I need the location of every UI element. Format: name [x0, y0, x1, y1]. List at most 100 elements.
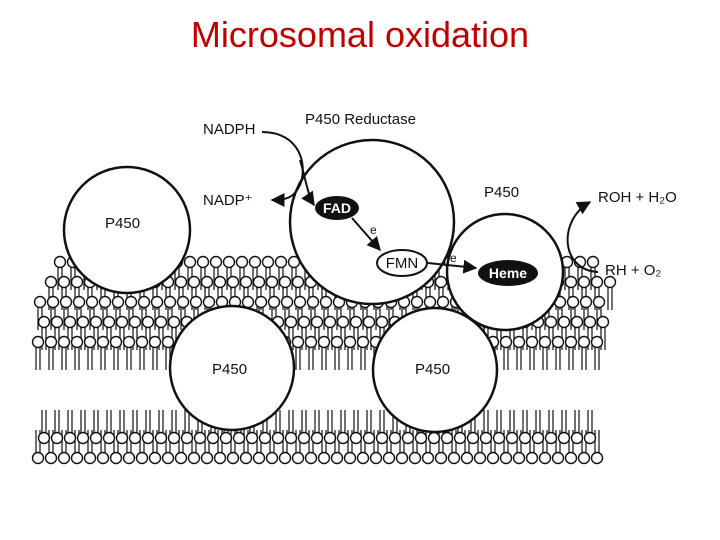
lipid-head — [174, 451, 188, 465]
lipid-head — [222, 255, 236, 269]
lipid-head — [209, 255, 223, 269]
fmn-label: FMN — [386, 255, 419, 272]
lipid-head — [596, 315, 610, 329]
lipid-head — [174, 275, 188, 289]
lipid-head — [258, 431, 272, 445]
lipid-head — [63, 431, 77, 445]
lipid-head — [115, 431, 129, 445]
lipid-head — [57, 451, 71, 465]
lipid-head — [232, 431, 246, 445]
lipid-head — [109, 451, 123, 465]
lipid-head — [447, 451, 461, 465]
lipid-head — [44, 451, 58, 465]
lipid-head — [323, 431, 337, 445]
lipid-head — [102, 431, 116, 445]
lipid-head — [167, 431, 181, 445]
lipid-head — [57, 275, 71, 289]
fad-to-fmn-arrow — [351, 217, 381, 252]
lipid-head — [434, 451, 448, 465]
lipid-head — [592, 295, 606, 309]
lipid-head — [128, 431, 142, 445]
lipid-head — [278, 451, 292, 465]
lipid-head — [206, 431, 220, 445]
lipid-head — [189, 295, 203, 309]
lipid-head — [183, 255, 197, 269]
lipid-head — [31, 335, 45, 349]
lipid-head — [336, 315, 350, 329]
lipid-head — [187, 451, 201, 465]
lipid-head — [330, 451, 344, 465]
p450-bottom-right-protein — [371, 306, 499, 434]
lipid-head — [577, 451, 591, 465]
lipid-head — [306, 295, 320, 309]
lipid-head — [154, 431, 168, 445]
lipid-head — [570, 431, 584, 445]
lipid-head — [252, 275, 266, 289]
lipid-head — [460, 451, 474, 465]
lipid-head — [141, 315, 155, 329]
lipid-head — [128, 315, 142, 329]
lipid-head — [137, 295, 151, 309]
lipid-head — [124, 295, 138, 309]
lipid-head — [395, 451, 409, 465]
lipid-head — [434, 275, 448, 289]
lipid-head — [284, 431, 298, 445]
lipid-head — [401, 431, 415, 445]
lipid-head — [83, 335, 97, 349]
p450-left-protein — [62, 165, 192, 295]
lipid-head — [566, 295, 580, 309]
lipid-head — [323, 315, 337, 329]
lipid-head — [50, 431, 64, 445]
lipid-head — [577, 275, 591, 289]
lipid-head — [369, 451, 383, 465]
p450-left-label: P450 — [105, 215, 140, 232]
heme-cofactor — [478, 260, 538, 286]
lipid-head — [583, 431, 597, 445]
lipid-head — [115, 315, 129, 329]
lipid-head — [271, 431, 285, 445]
lipid-head — [356, 335, 370, 349]
lipid-head — [161, 335, 175, 349]
lipid-head — [486, 451, 500, 465]
lipid-head — [150, 295, 164, 309]
lipid-head — [122, 451, 136, 465]
lipid-head — [226, 451, 240, 465]
lipid-head — [76, 315, 90, 329]
lipid-head — [202, 295, 216, 309]
lipid-head — [349, 315, 363, 329]
lipid-head — [37, 431, 51, 445]
lipid-head — [196, 255, 210, 269]
lipid-head — [83, 451, 97, 465]
lipid-head — [148, 451, 162, 465]
lipid-head — [382, 451, 396, 465]
lipid-head — [89, 431, 103, 445]
lipid-head — [590, 275, 604, 289]
lipid-head — [421, 451, 435, 465]
fad-cofactor — [315, 196, 359, 220]
lipid-head — [293, 295, 307, 309]
lipid-head — [37, 315, 51, 329]
lipid-head — [423, 295, 437, 309]
lipid-head — [161, 451, 175, 465]
lipid-head — [265, 451, 279, 465]
nadph-label: NADPH — [203, 121, 256, 138]
lipid-head — [187, 275, 201, 289]
lipid-head — [375, 431, 389, 445]
lipid-head — [291, 335, 305, 349]
lipid-head — [408, 451, 422, 465]
lipid-head — [304, 335, 318, 349]
lipid-head — [557, 315, 571, 329]
lipid-head — [176, 295, 190, 309]
lipid-head — [70, 335, 84, 349]
lipid-head — [518, 431, 532, 445]
lipid-head — [102, 315, 116, 329]
lipid-head — [284, 315, 298, 329]
lipid-head — [63, 315, 77, 329]
lipid-head — [135, 451, 149, 465]
lipid-head — [414, 431, 428, 445]
lipid-head — [544, 315, 558, 329]
fad-label: FAD — [323, 200, 351, 216]
lipid-head — [274, 255, 288, 269]
lipid-head — [531, 431, 545, 445]
